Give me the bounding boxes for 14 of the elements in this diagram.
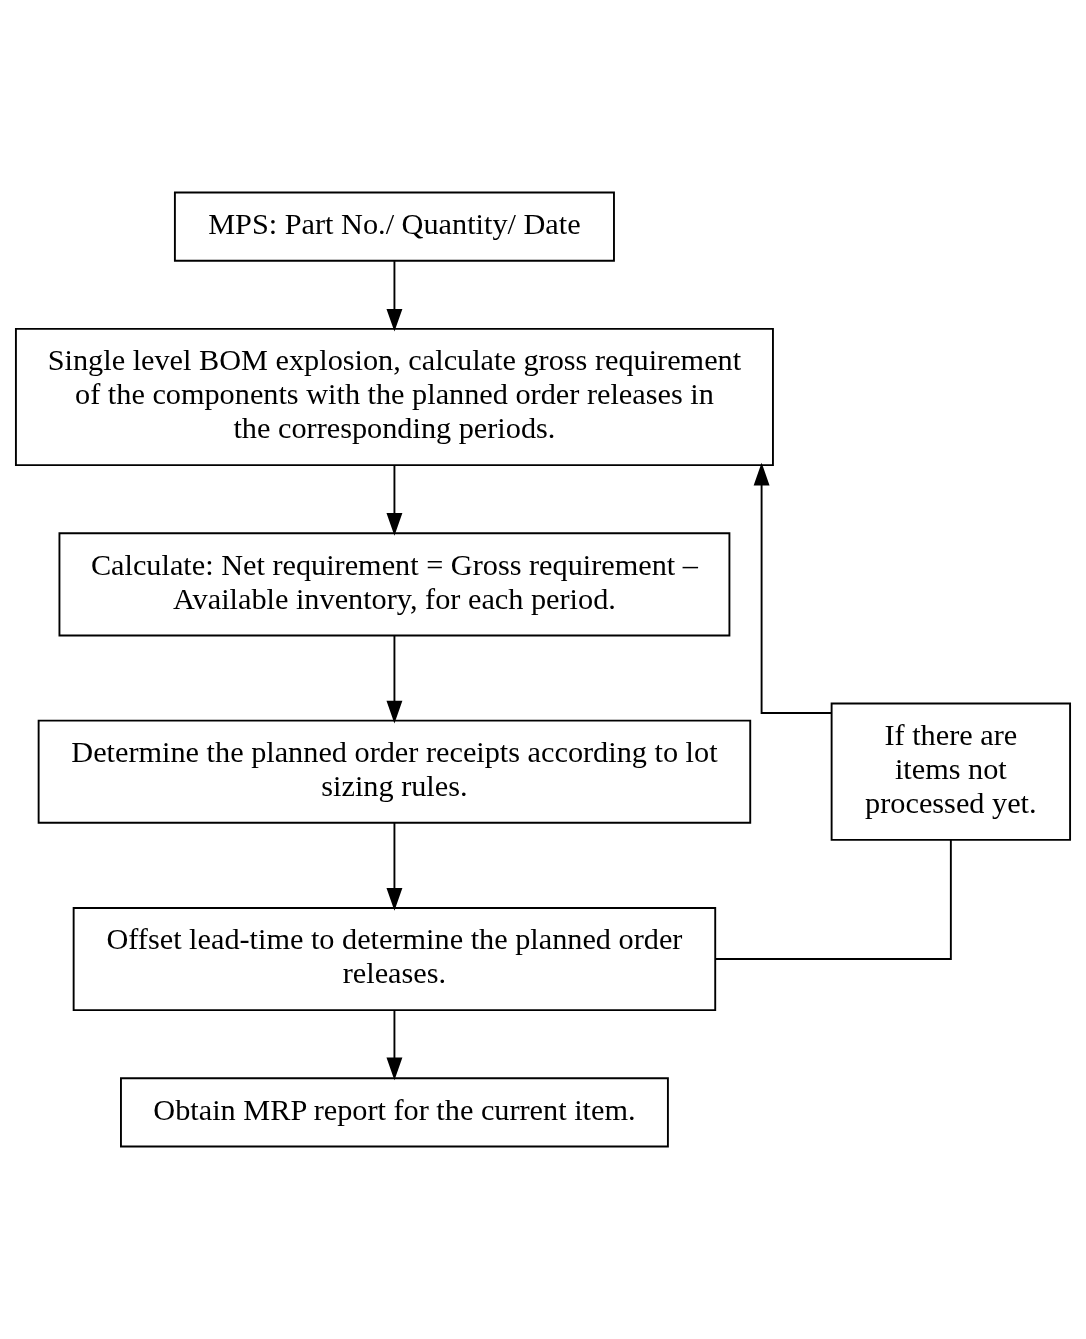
arrow <box>753 462 833 714</box>
arrow <box>386 634 403 724</box>
node-box: Determine the planned order receipts according to lot sizing rules. <box>37 719 752 824</box>
arrow <box>386 260 403 332</box>
node-box: Obtain MRP report for the current item. <box>120 1077 669 1148</box>
arrow <box>386 821 403 911</box>
arrow <box>386 1010 403 1081</box>
arrow <box>386 464 403 536</box>
connector <box>714 838 952 960</box>
node-box: Single level BOM explosion, calculate gross requirement of the components with the planned order releases in the corresponding periods. <box>14 327 774 467</box>
node-box: MPS: Part No./ Quantity/ Date <box>173 191 615 262</box>
node-box: If there are items not processed yet. <box>830 702 1072 841</box>
node-box: Calculate: Net requirement = Gross requirement – Available inventory, for each period. <box>58 532 731 637</box>
node-box: Offset lead-time to determine the planned order releases. <box>72 907 717 1012</box>
